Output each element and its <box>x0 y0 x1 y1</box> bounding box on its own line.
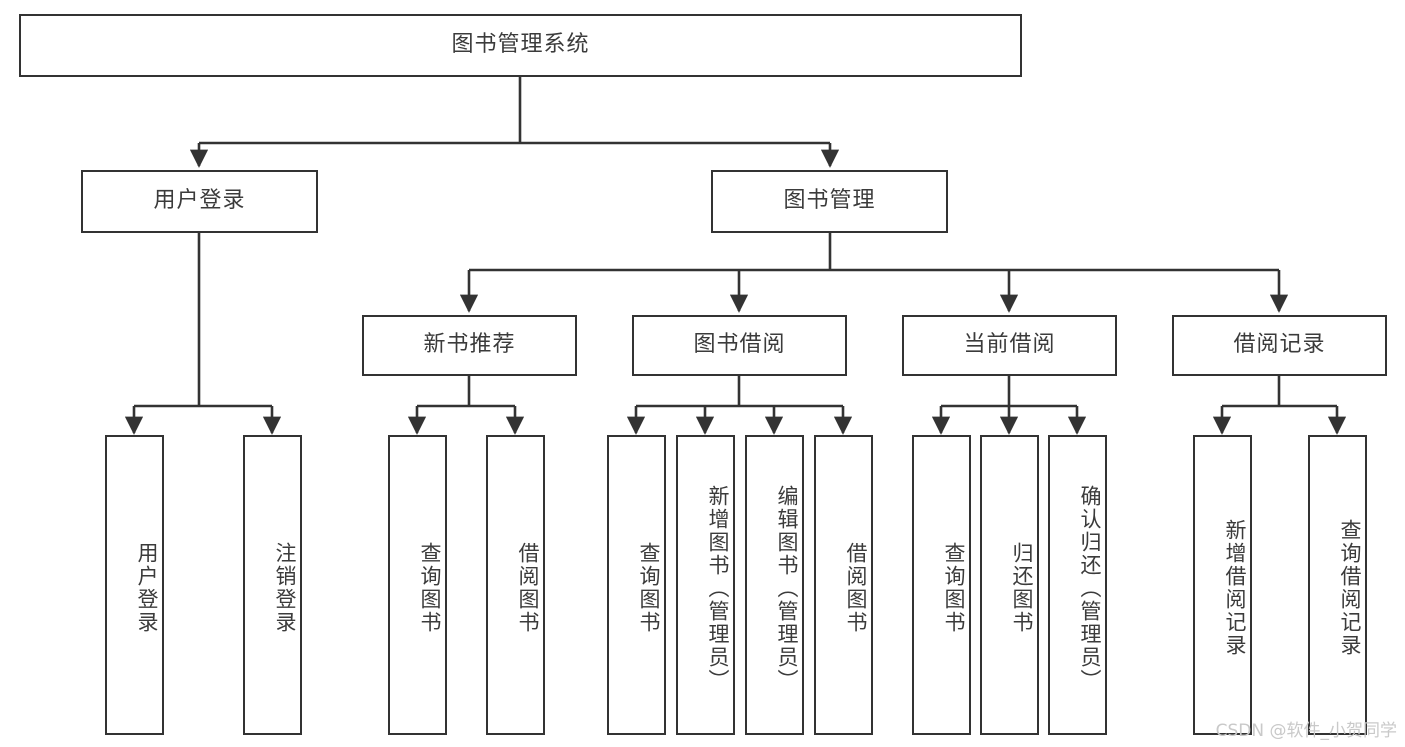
node-root-label: 图书管理系统 <box>451 32 590 58</box>
leaf-current-borrow-3[interactable]: 确认归还（管理员） <box>1048 435 1107 735</box>
node-root[interactable]: 图书管理系统 <box>19 14 1022 77</box>
leaf-borrow-record-1[interactable]: 新增借阅记录 <box>1193 435 1252 735</box>
leaf-current-borrow-2[interactable]: 归还图书 <box>980 435 1039 735</box>
leaf-user-login-1-label: 用户登录 <box>135 542 159 634</box>
leaf-new-book-rec-2-label: 借阅图书 <box>516 542 540 634</box>
leaf-current-borrow-1-label: 查询图书 <box>942 542 966 634</box>
node-book-manage[interactable]: 图书管理 <box>711 170 948 233</box>
leaf-current-borrow-3-label: 确认归还（管理员） <box>1078 484 1102 692</box>
leaf-book-borrow-3-label: 编辑图书（管理员） <box>775 484 799 692</box>
node-borrow-record[interactable]: 借阅记录 <box>1172 315 1387 376</box>
leaf-current-borrow-1[interactable]: 查询图书 <box>912 435 971 735</box>
node-book-borrow[interactable]: 图书借阅 <box>632 315 847 376</box>
leaf-new-book-rec-1[interactable]: 查询图书 <box>388 435 447 735</box>
leaf-borrow-record-2[interactable]: 查询借阅记录 <box>1308 435 1367 735</box>
leaf-new-book-rec-1-label: 查询图书 <box>418 542 442 634</box>
leaf-current-borrow-2-label: 归还图书 <box>1010 542 1034 634</box>
node-new-book-rec[interactable]: 新书推荐 <box>362 315 577 376</box>
leaf-borrow-record-2-label: 查询借阅记录 <box>1338 519 1362 657</box>
node-current-borrow-label: 当前借阅 <box>963 332 1056 358</box>
leaf-new-book-rec-2[interactable]: 借阅图书 <box>486 435 545 735</box>
leaf-book-borrow-1-label: 查询图书 <box>637 542 661 634</box>
leaf-borrow-record-1-label: 新增借阅记录 <box>1223 519 1247 657</box>
node-current-borrow[interactable]: 当前借阅 <box>902 315 1117 376</box>
leaf-book-borrow-3[interactable]: 编辑图书（管理员） <box>745 435 804 735</box>
leaf-book-borrow-2-label: 新增图书（管理员） <box>706 484 730 692</box>
node-new-book-rec-label: 新书推荐 <box>423 332 516 358</box>
node-user-login-label: 用户登录 <box>153 188 246 214</box>
leaf-user-login-2[interactable]: 注销登录 <box>243 435 302 735</box>
leaf-user-login-1[interactable]: 用户登录 <box>105 435 164 735</box>
leaf-user-login-2-label: 注销登录 <box>273 542 297 634</box>
leaf-book-borrow-1[interactable]: 查询图书 <box>607 435 666 735</box>
csdn-watermark: CSDN @软件_小贺同学 <box>1215 721 1397 741</box>
node-book-manage-label: 图书管理 <box>783 188 876 214</box>
leaf-book-borrow-4-label: 借阅图书 <box>844 542 868 634</box>
node-book-borrow-label: 图书借阅 <box>693 332 786 358</box>
node-borrow-record-label: 借阅记录 <box>1233 332 1326 358</box>
leaf-book-borrow-4[interactable]: 借阅图书 <box>814 435 873 735</box>
node-user-login[interactable]: 用户登录 <box>81 170 318 233</box>
leaf-book-borrow-2[interactable]: 新增图书（管理员） <box>676 435 735 735</box>
